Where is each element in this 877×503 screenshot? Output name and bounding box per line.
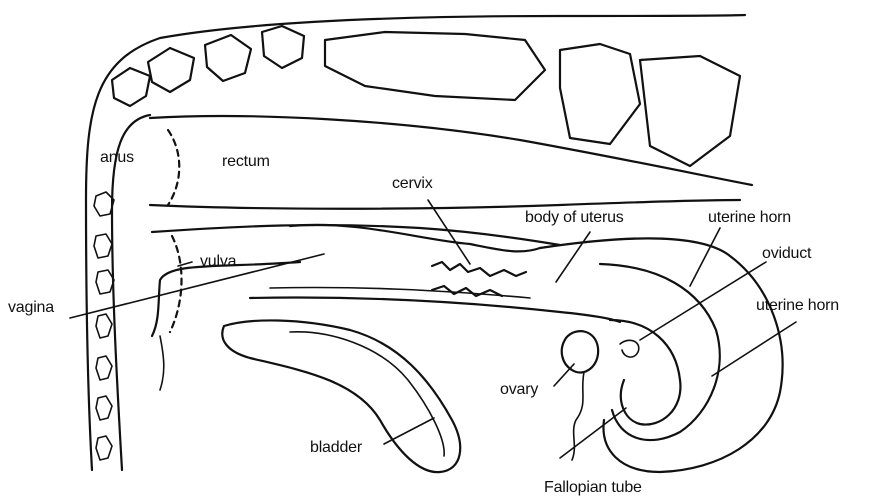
perineum-line [160,336,164,390]
label-cervix: cervix [392,176,433,192]
tail-vertebrae [94,192,114,460]
label-vulva: vulva [200,254,236,270]
ovary-outline [562,331,598,372]
label-fallopian-tube: Fallopian tube [544,480,642,496]
leader-bladder [384,418,434,444]
leader-oviduct [640,262,766,340]
fallopian-fimbria [620,340,639,357]
vertebra-4 [262,26,304,68]
rectum-outline [150,116,752,185]
vertebra-6 [560,44,640,144]
label-rectum: rectum [222,154,270,170]
vertebra-1 [112,68,150,106]
leader-fallopian-tube [560,408,626,458]
leader-body-of-uterus [556,232,590,282]
vertebra-3 [205,35,251,81]
leader-uterine-horn-upper [690,228,720,286]
rectum-lower-line [150,200,740,209]
uterus-inner-line [270,287,530,298]
bladder-inner-outline [290,332,444,456]
leader-vagina [70,254,324,318]
cervix-folds-wavy [432,262,526,276]
vertebra-7 [640,56,740,166]
label-ovary: ovary [500,382,538,398]
cervix-upper-fold [290,225,540,252]
vulva-dashed-line [170,236,182,332]
anus-dashed-line [168,130,179,205]
label-uterine-horn-upper: uterine horn [708,210,791,226]
leader-ovary [554,364,574,386]
spine-inner-curve [112,115,150,470]
label-body-of-uterus: body of uterus [525,210,624,226]
vertebra-2 [148,48,194,92]
uterine-horn-innermost [610,320,680,425]
vertebra-5 [325,32,545,100]
uterus-body-lower [250,298,620,322]
label-bladder: bladder [310,440,362,456]
label-anus: anus [100,150,134,166]
label-oviduct: oviduct [762,246,811,262]
label-uterine-horn-lower: uterine horn [756,298,839,314]
label-vagina: vagina [8,300,54,316]
